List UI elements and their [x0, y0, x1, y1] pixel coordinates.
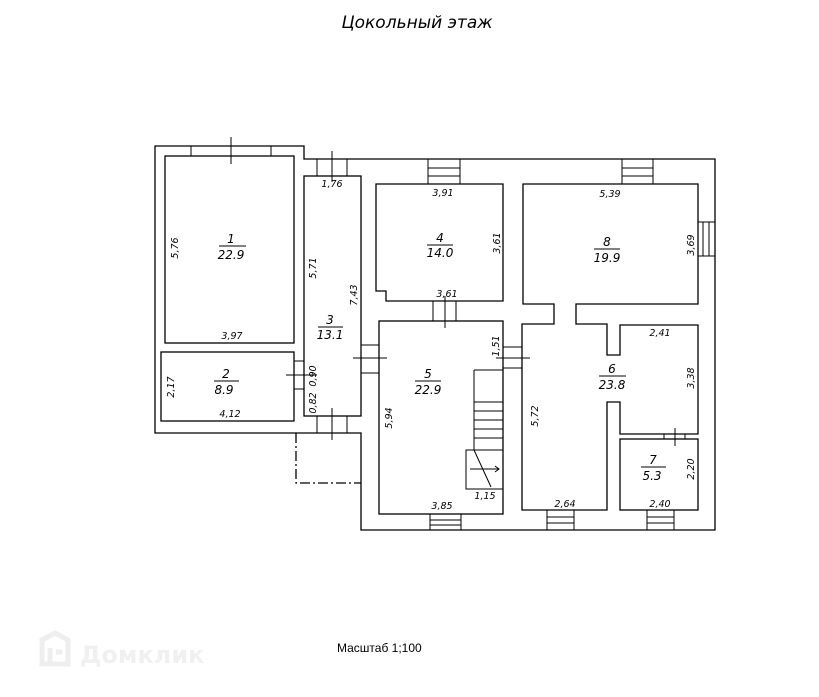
- svg-text:2,41: 2,41: [649, 328, 670, 339]
- svg-text:5,71: 5,71: [308, 257, 319, 278]
- svg-text:3,38: 3,38: [686, 367, 697, 388]
- dimensions: 5,76 3,97 2,17 4,12 1,76 5,71 7,43 0,90 …: [166, 179, 697, 512]
- room-label-6: 623.8: [599, 362, 626, 392]
- room-label-2: 28.9: [214, 367, 239, 397]
- room-4-outline: [375, 183, 504, 302]
- svg-text:3,97: 3,97: [221, 331, 242, 342]
- room-5-outline: [378, 320, 504, 515]
- outer-wall: [154, 145, 716, 531]
- svg-text:2: 2: [222, 367, 230, 381]
- svg-text:8: 8: [603, 235, 611, 249]
- svg-text:22.9: 22.9: [218, 248, 245, 262]
- svg-text:5: 5: [424, 367, 432, 381]
- svg-text:5,94: 5,94: [384, 407, 395, 428]
- room-label-7: 75.3: [641, 453, 666, 483]
- domclick-watermark: Домклик: [39, 630, 204, 669]
- svg-text:2,17: 2,17: [166, 376, 177, 397]
- svg-text:5,76: 5,76: [170, 237, 181, 258]
- svg-text:2,20: 2,20: [686, 458, 697, 479]
- doorways: [286, 296, 686, 446]
- svg-text:7: 7: [649, 453, 657, 467]
- room-label-1: 122.9: [218, 232, 246, 262]
- room-label-3: 313.1: [317, 313, 344, 342]
- svg-text:0,90: 0,90: [308, 365, 319, 386]
- svg-text:2,64: 2,64: [554, 499, 575, 510]
- svg-text:1,51: 1,51: [491, 335, 502, 356]
- svg-text:4: 4: [436, 231, 444, 245]
- svg-text:22.9: 22.9: [415, 383, 442, 397]
- scale-label: Масштаб 1;100: [337, 641, 422, 655]
- room-1-outline: [164, 155, 295, 344]
- svg-text:8.9: 8.9: [214, 383, 233, 397]
- room-label-5: 522.9: [415, 367, 442, 397]
- svg-text:5,72: 5,72: [530, 405, 541, 426]
- svg-text:1,76: 1,76: [321, 179, 342, 190]
- svg-text:13.1: 13.1: [317, 328, 344, 342]
- svg-text:6: 6: [608, 362, 616, 376]
- svg-text:0,82: 0,82: [308, 392, 319, 413]
- house-logo-icon: [39, 630, 71, 667]
- svg-text:4,12: 4,12: [219, 409, 240, 420]
- svg-text:3,91: 3,91: [432, 188, 453, 199]
- svg-text:2,40: 2,40: [649, 499, 670, 510]
- svg-text:3,61: 3,61: [492, 232, 503, 253]
- staircase: [465, 369, 504, 490]
- room-6-8-outline: [521, 183, 699, 511]
- dashed-outline: [295, 433, 361, 484]
- svg-text:5,39: 5,39: [599, 189, 620, 200]
- svg-text:Домклик: Домклик: [80, 641, 204, 669]
- room-label-8: 819.9: [594, 235, 621, 265]
- plan-title: Цокольный этаж: [341, 13, 493, 33]
- svg-text:7,43: 7,43: [349, 284, 360, 305]
- svg-text:1: 1: [227, 232, 235, 246]
- svg-text:3: 3: [326, 313, 334, 327]
- svg-text:19.9: 19.9: [594, 251, 621, 265]
- room-2-outline: [160, 351, 295, 422]
- svg-text:5.3: 5.3: [642, 469, 661, 483]
- windows: [190, 137, 715, 530]
- room-7-outline: [619, 438, 699, 511]
- room-label-4: 414.0: [427, 231, 454, 260]
- svg-text:3,69: 3,69: [686, 234, 697, 255]
- svg-text:3,61: 3,61: [436, 289, 457, 300]
- svg-text:1,15: 1,15: [474, 491, 495, 502]
- svg-text:14.0: 14.0: [427, 246, 454, 260]
- svg-text:3,85: 3,85: [431, 501, 452, 512]
- svg-text:23.8: 23.8: [599, 378, 626, 392]
